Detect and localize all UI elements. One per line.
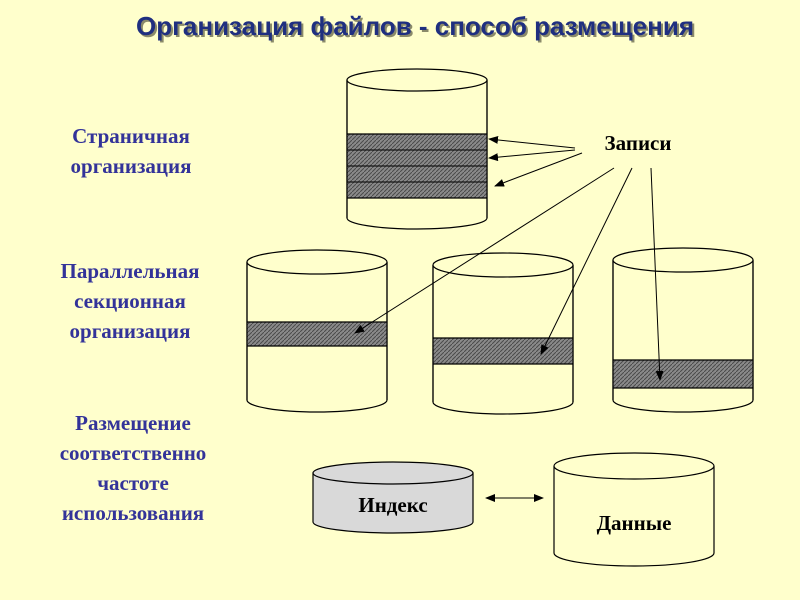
label-parallel-section-organization: Параллельная секционная организация [30, 256, 230, 346]
label-line: организация [70, 154, 192, 178]
label-page-organization: Страничная организация [36, 121, 226, 181]
cylinder-page-organization [346, 68, 488, 230]
record-band [433, 338, 573, 364]
index-label: Индекс [358, 493, 427, 517]
arrow [488, 149, 576, 162]
label-line: организация [69, 319, 191, 343]
data-label: Данные [597, 511, 672, 535]
cylinder-data: Данные [553, 452, 715, 567]
arrow [650, 167, 664, 381]
arrow [494, 152, 583, 187]
label-line: Параллельная [60, 259, 200, 283]
label-line: Размещение [75, 411, 191, 435]
title-line-1: Организация файлов - способ размещения [135, 11, 695, 41]
records-label: Записи [605, 131, 672, 155]
label-line: секционная [74, 289, 186, 313]
cylinder-section-1 [246, 249, 388, 413]
record-arrows [354, 135, 664, 381]
record-band [613, 360, 753, 388]
cylinder-index: Индекс [312, 461, 474, 534]
label-line: использования [61, 501, 205, 525]
label-frequency-placement: Размещение соответственно частоте исполь… [30, 408, 236, 528]
arrow [488, 135, 576, 149]
arrow [540, 167, 633, 355]
arrow [354, 167, 615, 334]
cylinder-section-3 [612, 247, 754, 413]
cylinder-section-2 [432, 252, 574, 415]
label-line: соответственно [59, 441, 207, 465]
label-line: частоте [97, 471, 169, 495]
label-line: Страничная [72, 124, 190, 148]
